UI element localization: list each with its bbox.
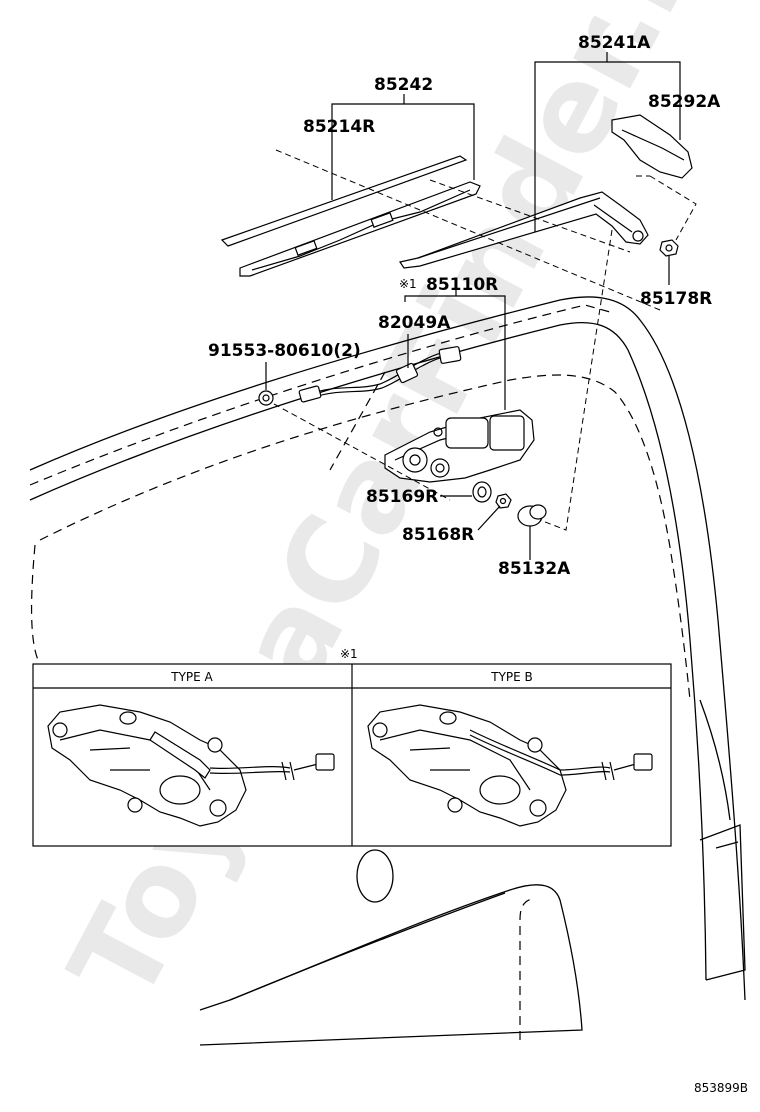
clip-91553[interactable] <box>258 390 274 406</box>
cushion-85169R[interactable] <box>472 481 492 503</box>
label-85292A: 85292A <box>648 92 721 112</box>
part-labels: 85241A 85242 85214R 85292A 85178R ※1 851… <box>208 33 721 579</box>
label-85214R: 85214R <box>303 117 375 137</box>
label-82049A: 82049A <box>378 313 451 333</box>
wiper-refill-85214R[interactable] <box>220 155 468 247</box>
label-85169R: 85169R <box>366 487 438 507</box>
label-85110R-mark: ※1 <box>399 277 417 291</box>
label-85168R: 85168R <box>402 525 474 545</box>
wiper-cap-85292A[interactable] <box>611 114 693 179</box>
wiper-arm-85241A[interactable] <box>399 191 649 269</box>
label-85178R: 85178R <box>640 289 712 309</box>
label-85110R: 85110R <box>426 275 498 295</box>
figure-id: 853899B <box>694 1081 748 1095</box>
label-85132A: 85132A <box>498 559 571 579</box>
nut-85178R[interactable] <box>659 239 679 257</box>
type-a-header: TYPE A <box>170 670 213 684</box>
grommet-85132A[interactable] <box>517 504 547 527</box>
wiper-motor-85110R[interactable] <box>384 409 535 483</box>
wiper-blade-85242[interactable] <box>239 181 481 277</box>
leader-lines <box>265 52 697 560</box>
variant-mark: ※1 <box>340 647 358 661</box>
type-a-drawing <box>47 704 335 827</box>
label-85242: 85242 <box>374 75 433 95</box>
type-b-header: TYPE B <box>490 670 533 684</box>
type-b-drawing <box>367 704 653 827</box>
variant-table: ※1 TYPE A TYPE B <box>32 647 672 847</box>
label-85241A: 85241A <box>578 33 651 53</box>
wiring-82049A[interactable] <box>298 346 462 403</box>
label-91553: 91553-80610(2) <box>208 341 361 361</box>
nut-85168R[interactable] <box>495 493 512 509</box>
